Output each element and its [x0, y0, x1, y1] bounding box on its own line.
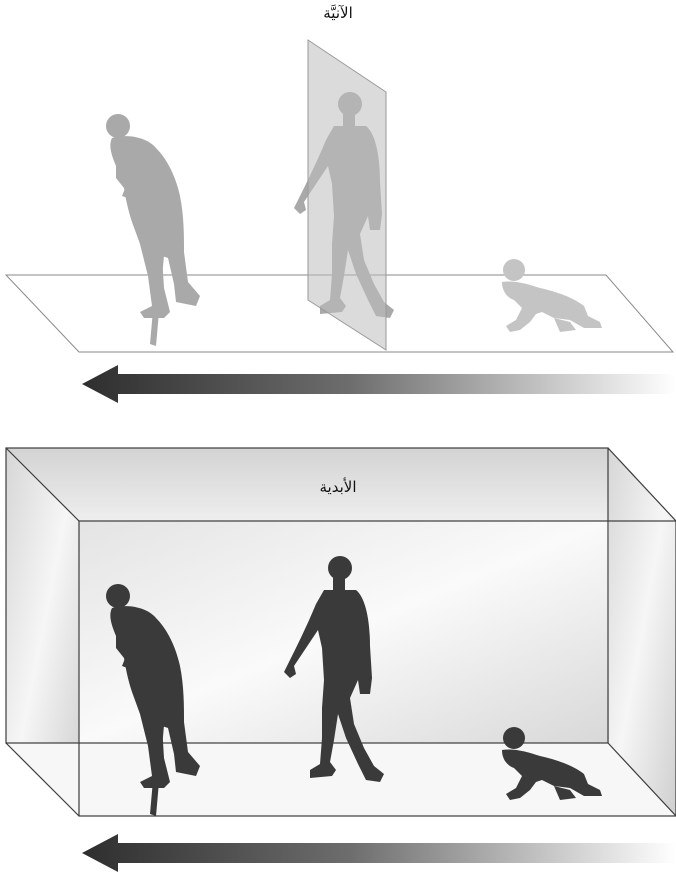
presentism-label: الآنيَّة: [300, 4, 376, 22]
now-plane: [308, 40, 386, 350]
eternalism-panel: [6, 448, 676, 872]
presentism-panel: [6, 40, 676, 403]
eternalism-label: الأبدية: [290, 478, 386, 496]
time-arrow-bottom: [82, 834, 676, 872]
time-arrow-top: [82, 365, 676, 403]
